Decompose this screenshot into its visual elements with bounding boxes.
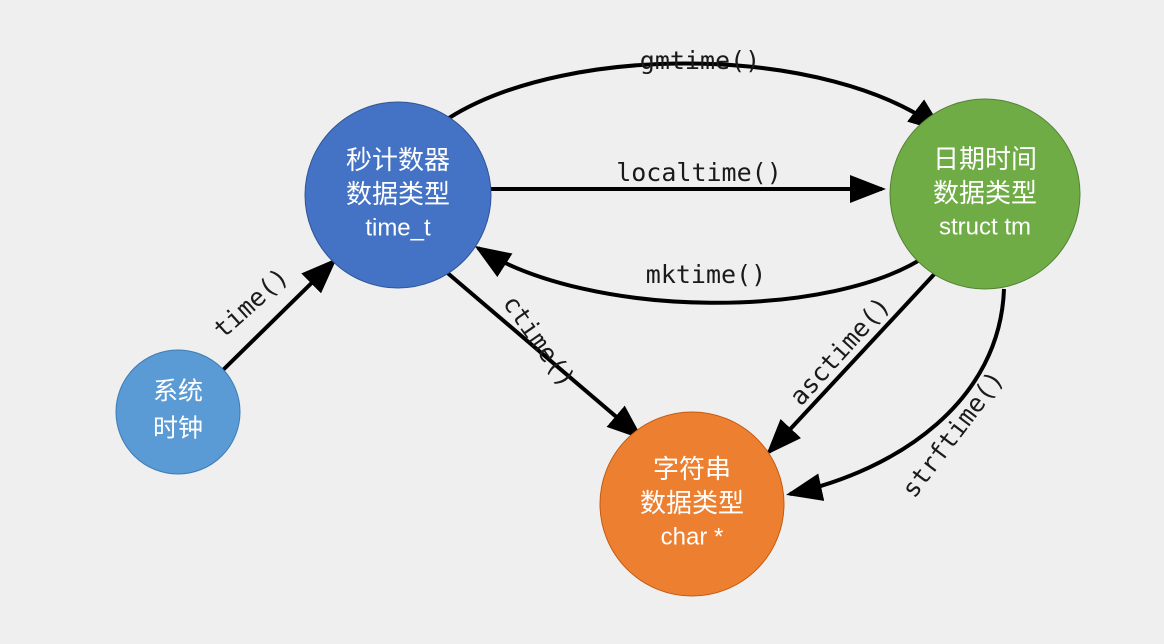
struct-tm-circle[interactable] (889, 98, 1081, 290)
struct-tm-line-3: struct tm (939, 213, 1031, 240)
struct-tm-line-2: 数据类型 (933, 178, 1037, 208)
struct-tm-line-1: 日期时间 (933, 144, 1037, 174)
char-pointer-line-1: 字符串 (653, 454, 731, 484)
edge-mktime-path (474, 245, 931, 305)
time-t-node[interactable]: 秒计数器 数据类型 time_t (304, 101, 492, 289)
node-layer: 系统 时钟 秒计数器 数据类型 time_t 日期时间 数据类型 struct … (115, 98, 1081, 597)
time-t-line-1: 秒计数器 (346, 145, 450, 175)
system-clock-node[interactable]: 系统 时钟 (115, 349, 241, 475)
time-t-line-3: time_t (365, 214, 431, 241)
edge-label-ctime: ctime() (497, 290, 581, 393)
edge-time-path (221, 258, 337, 372)
edge-strftime-path (786, 288, 1006, 501)
char-pointer-line-3: char * (661, 523, 724, 550)
edge-label-mktime: mktime() (646, 260, 766, 289)
edge-gmtime-path (447, 61, 945, 133)
edge-label-strftime: strftime() (896, 365, 1010, 503)
edge-ctime-path (442, 268, 644, 440)
system-clock-line-2: 时钟 (153, 415, 203, 443)
char-pointer-node[interactable]: 字符串 数据类型 char * (599, 411, 785, 597)
time-t-line-2: 数据类型 (346, 179, 450, 209)
edge-layer (221, 61, 1006, 501)
char-pointer-circle[interactable] (599, 411, 785, 597)
time-t-circle[interactable] (304, 101, 492, 289)
system-clock-line-1: 系统 (153, 378, 203, 406)
char-pointer-line-2: 数据类型 (640, 488, 744, 518)
edge-label-localtime: localtime() (616, 158, 782, 187)
edge-label-gmtime: gmtime() (640, 46, 760, 75)
struct-tm-node[interactable]: 日期时间 数据类型 struct tm (889, 98, 1081, 290)
edge-label-asctime: asctime() (784, 291, 896, 411)
edge-label-time: time() (208, 262, 295, 344)
system-clock-circle[interactable] (115, 349, 241, 475)
edge-asctime-path (766, 266, 942, 455)
